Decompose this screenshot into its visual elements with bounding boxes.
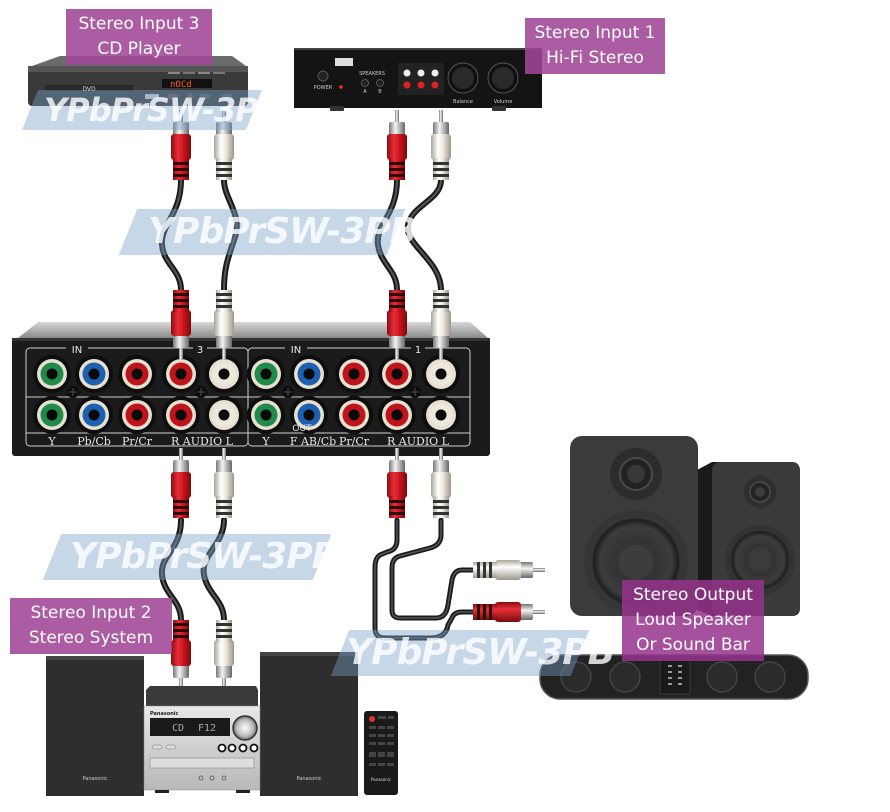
watermark-text-1: YPbPrSW-3PB bbox=[44, 91, 282, 129]
volume-label: Volume bbox=[494, 99, 513, 105]
jack-in1-top-pb bbox=[290, 355, 328, 393]
volume-dial bbox=[232, 715, 258, 741]
left-label-pb: Pb/Cb bbox=[77, 435, 111, 448]
balance-label: Balance bbox=[453, 99, 473, 105]
disc-tray bbox=[43, 83, 135, 93]
label-input2-line2: Stereo System bbox=[28, 628, 154, 648]
jack-in1-bottom-y bbox=[247, 396, 285, 434]
rca-plug-stereo-red bbox=[171, 620, 191, 690]
remote-brand: Panasonic bbox=[371, 777, 391, 782]
rca-plug-hifi-red bbox=[387, 110, 407, 180]
jack-in3-top-audio-r bbox=[162, 355, 200, 393]
cable-output-red bbox=[372, 517, 478, 641]
rca-plug-out-red bbox=[387, 448, 407, 518]
stereo-system: Panasonic Panasonic Panasonic CD F12 Pan… bbox=[46, 652, 398, 796]
label-input3-line2: CD Player bbox=[97, 39, 181, 59]
label-output-line3: Or Sound Bar bbox=[636, 635, 750, 655]
power-label: POWER bbox=[314, 85, 333, 91]
left-speaker-brand: Panasonic bbox=[82, 776, 107, 782]
label-stereo-input-2: Stereo Input 2 Stereo System bbox=[10, 598, 172, 654]
cable-cd-white bbox=[221, 177, 240, 293]
watermark-text-4: YPbPrSW-3PB bbox=[346, 632, 615, 673]
left-label-audio: R AUDIO L bbox=[171, 435, 234, 448]
jack-in1-top-y bbox=[247, 355, 285, 393]
cable-hifi-white bbox=[404, 177, 444, 293]
label-output-line1: Stereo Output bbox=[633, 585, 753, 605]
stereo-display bbox=[150, 718, 230, 736]
rca-plug-in2-red bbox=[171, 448, 191, 518]
section1-number: 1 bbox=[415, 345, 421, 356]
right-label-y: Y bbox=[261, 435, 270, 448]
cd-display bbox=[162, 79, 212, 88]
stereo-display-right: F12 bbox=[198, 723, 216, 734]
rca-plug-speaker-white bbox=[473, 560, 545, 580]
jack-in3-bottom-audio-r bbox=[162, 396, 200, 434]
rca-plug-stereo-white bbox=[214, 620, 234, 690]
jack-in3-top-audio-l bbox=[205, 355, 243, 393]
label-stereo-output: Stereo Output Loud Speaker Or Sound Bar bbox=[622, 580, 764, 661]
jack-in1-bottom-audio-l bbox=[422, 396, 460, 434]
section3-number: 3 bbox=[197, 345, 203, 356]
rca-plug-out-white bbox=[431, 448, 451, 518]
jack-in3-bottom-pr bbox=[118, 396, 156, 434]
jack-in3-top-y bbox=[33, 355, 71, 393]
right-label-pb: F AB/Cb bbox=[290, 435, 336, 448]
rca-plug-hifi-white bbox=[431, 110, 451, 180]
right-label-pr: Pr/Cr bbox=[339, 435, 370, 448]
label-stereo-input-3: Stereo Input 3 CD Player bbox=[66, 9, 212, 65]
label-output-line2: Loud Speaker bbox=[635, 610, 751, 630]
out-label: OUT bbox=[292, 424, 312, 434]
jack-in3-bottom-pb bbox=[75, 396, 113, 434]
cd-slot bbox=[149, 757, 255, 769]
label-input3-line1: Stereo Input 3 bbox=[78, 14, 200, 34]
jack-in3-bottom-audio-l bbox=[205, 396, 243, 434]
label-input1-line2: Hi-Fi Stereo bbox=[546, 48, 644, 68]
cd-display-text: nOCd bbox=[170, 80, 192, 90]
jack-in1-bottom-audio-r bbox=[378, 396, 416, 434]
label-stereo-input-1: Stereo Input 1 Hi-Fi Stereo bbox=[525, 18, 665, 74]
cable-cd-red bbox=[158, 177, 184, 293]
power-led bbox=[339, 85, 343, 89]
stereo-display-left: CD bbox=[172, 723, 184, 734]
watermark-text-2: YPbPrSW-3PB bbox=[148, 211, 417, 252]
jack-in3-bottom-y bbox=[33, 396, 71, 434]
label-input2-line1: Stereo Input 2 bbox=[30, 603, 152, 623]
jack-in1-top-pr bbox=[335, 355, 373, 393]
left-speaker bbox=[46, 656, 144, 796]
section1-in-label: IN bbox=[291, 345, 301, 356]
cable-output-white bbox=[389, 517, 478, 621]
right-speaker-brand: Panasonic bbox=[296, 776, 321, 782]
rca-plug-speaker-red bbox=[473, 602, 545, 622]
cable-stereo-red bbox=[158, 517, 184, 623]
rca-plug-in2-white bbox=[214, 448, 234, 518]
left-label-y: Y bbox=[47, 435, 56, 448]
right-speaker bbox=[260, 652, 358, 796]
jack-in1-top-audio-r bbox=[378, 355, 416, 393]
label-input1-line1: Stereo Input 1 bbox=[534, 23, 656, 43]
jack-in3-top-pr bbox=[118, 355, 156, 393]
speaker-a-label: A bbox=[363, 89, 367, 95]
speaker-b-label: B bbox=[378, 89, 382, 95]
hifi-amplifier: POWER SPEAKERS A B Balance Volume bbox=[294, 48, 542, 111]
jack-in1-bottom-pr bbox=[335, 396, 373, 434]
jack-in1-bottom-pb bbox=[290, 396, 328, 434]
watermark-text-3: YPbPrSW-3PB bbox=[70, 536, 339, 577]
stereo-brand: Panasonic bbox=[150, 711, 179, 717]
left-label-pr: Pr/Cr bbox=[122, 435, 153, 448]
cable-hifi-red bbox=[374, 177, 400, 293]
jack-in1-top-audio-l bbox=[422, 355, 460, 393]
section3-in-label: IN bbox=[72, 345, 82, 356]
cables bbox=[158, 177, 478, 641]
speakers-label: SPEAKERS bbox=[359, 71, 385, 77]
cable-stereo-white bbox=[200, 517, 227, 623]
tray-label: DVD bbox=[82, 86, 96, 93]
power-button bbox=[317, 70, 329, 82]
ypbpr-switch-panel: IN 3 IN 1 Y Pb/Cb Pr/Cr R AUDIO L OUT Y … bbox=[12, 322, 490, 456]
right-label-audio: R AUDIO L bbox=[387, 435, 450, 448]
jack-in3-top-pb bbox=[75, 355, 113, 393]
